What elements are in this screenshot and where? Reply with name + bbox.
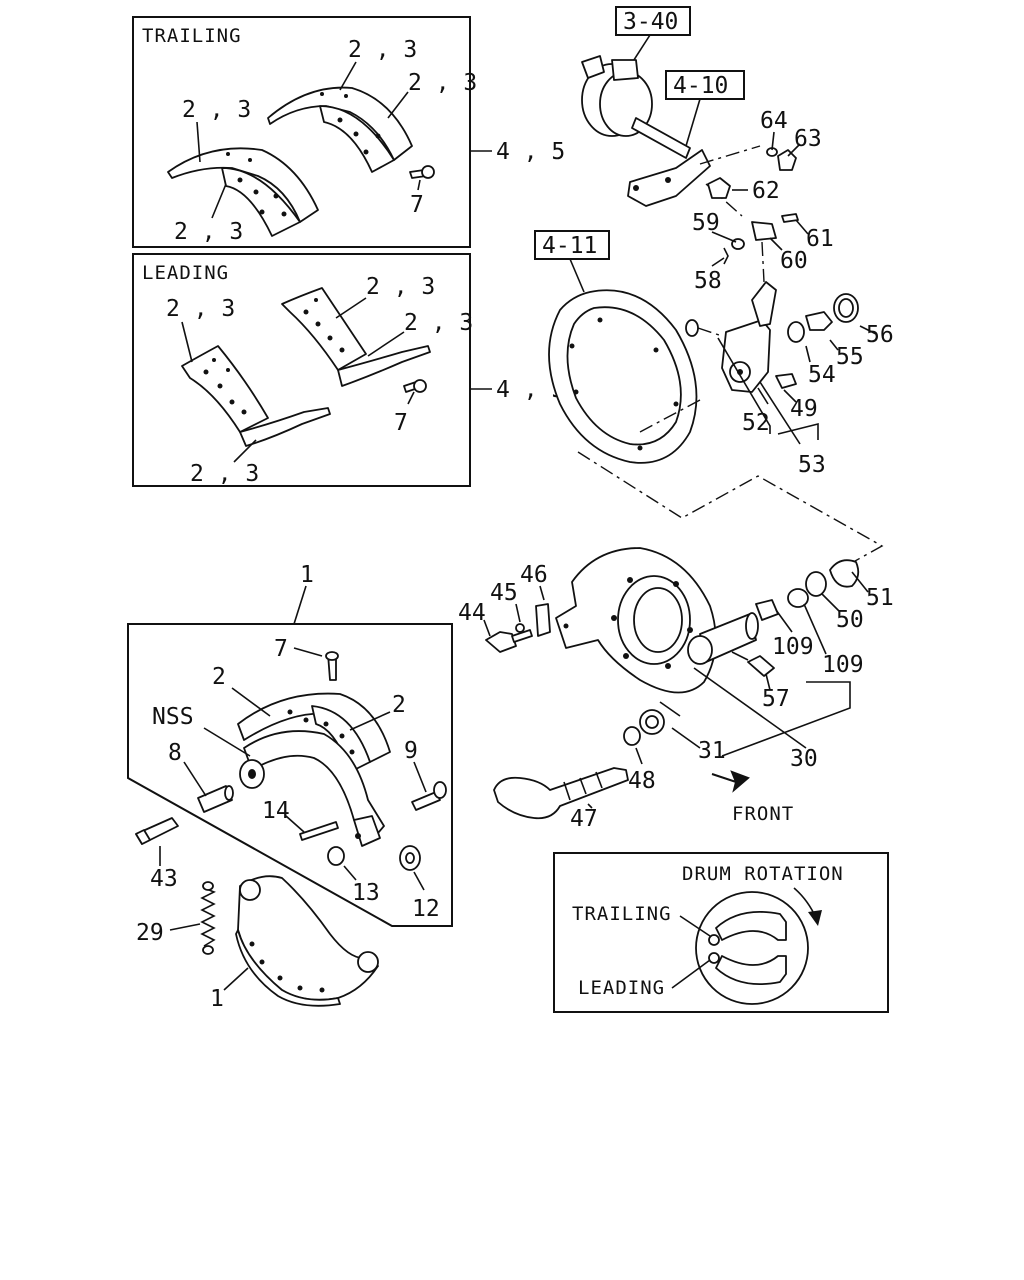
label-53: 53 xyxy=(798,452,826,478)
kit-lining xyxy=(237,692,391,763)
label-2-right: 2 xyxy=(392,692,406,718)
label-45: 45 xyxy=(490,580,518,606)
label-52: 52 xyxy=(742,410,770,436)
leading-label-3: 2 , 3 xyxy=(404,310,473,336)
label-54: 54 xyxy=(808,362,836,388)
trailing-panel-title: TRAILING xyxy=(142,25,242,47)
return-spring xyxy=(200,887,216,947)
label-31: 31 xyxy=(698,738,726,764)
trailing-callout: 4 , 5 xyxy=(496,139,565,165)
drum-rotation-leading: LEADING xyxy=(578,977,665,999)
trailing-panel: TRAILING 2 , 3 2 , 3 2 , 3 2 , 3 7 4 , 5 xyxy=(132,16,565,248)
label-61: 61 xyxy=(806,226,834,252)
rotation-arrow-icon xyxy=(808,910,822,926)
leading-label-2: 2 , 3 xyxy=(366,274,435,300)
label-14: 14 xyxy=(262,798,290,824)
ref-3-40: 3-40 xyxy=(623,9,678,35)
camshaft xyxy=(493,767,629,820)
leading-shoe-left xyxy=(181,345,269,433)
front-arrow-icon xyxy=(711,770,750,793)
label-30: 30 xyxy=(790,746,818,772)
leading-shoe-right xyxy=(281,287,367,371)
chamber-assembly: 3-40 4-10 64 63 62 59 xyxy=(581,6,834,294)
label-59: 59 xyxy=(692,210,720,236)
trailing-label-4: 2 , 3 xyxy=(174,219,243,245)
label-7-kit: 7 xyxy=(274,636,288,662)
label-9: 9 xyxy=(404,738,418,764)
label-1-bottom: 1 xyxy=(210,986,224,1012)
label-56: 56 xyxy=(866,322,894,348)
label-12: 12 xyxy=(412,896,440,922)
label-44: 44 xyxy=(458,600,486,626)
label-60: 60 xyxy=(780,248,808,274)
label-51: 51 xyxy=(866,585,894,611)
label-64: 64 xyxy=(760,108,788,134)
label-46: 46 xyxy=(520,562,548,588)
label-8: 8 xyxy=(168,740,182,766)
label-13: 13 xyxy=(352,880,380,906)
label-2-left: 2 xyxy=(212,664,226,690)
ref-4-10: 4-10 xyxy=(673,73,728,99)
trailing-label-3: 2 , 3 xyxy=(182,97,251,123)
label-43: 43 xyxy=(150,866,178,892)
leading-label-1: 2 , 3 xyxy=(166,296,235,322)
trailing-label-1: 2 , 3 xyxy=(348,37,417,63)
leading-label-4: 2 , 3 xyxy=(190,461,259,487)
label-48: 48 xyxy=(628,768,656,794)
trailing-shoe-right xyxy=(267,86,413,161)
label-nss: NSS xyxy=(152,704,194,730)
label-63: 63 xyxy=(794,126,822,152)
dust-shield-assembly: 4-11 56 55 54 49 52 53 xyxy=(534,230,894,567)
label-1-top: 1 xyxy=(300,562,314,588)
label-50: 50 xyxy=(836,607,864,633)
ref-4-11: 4-11 xyxy=(542,233,597,259)
label-109a: 109 xyxy=(772,634,814,660)
label-62: 62 xyxy=(752,178,780,204)
label-55: 55 xyxy=(836,344,864,370)
label-58: 58 xyxy=(694,268,722,294)
trailing-shoe-left xyxy=(167,147,319,223)
label-47: 47 xyxy=(570,806,598,832)
front-label: FRONT xyxy=(732,803,794,825)
label-109b: 109 xyxy=(822,652,864,678)
drum-rotation-title: DRUM ROTATION xyxy=(682,863,844,885)
trailing-label-7: 7 xyxy=(410,192,424,218)
leading-panel-title: LEADING xyxy=(142,262,229,284)
label-49: 49 xyxy=(790,396,818,422)
drum-rotation-panel: DRUM ROTATION TRAILING LEADING xyxy=(553,852,889,1013)
leading-label-7: 7 xyxy=(394,410,408,436)
spider-assembly: 46 45 44 51 50 109 109 57 31 30 48 47 FR… xyxy=(458,547,894,832)
drum-rotation-trailing: TRAILING xyxy=(572,903,672,925)
label-57: 57 xyxy=(762,686,790,712)
leading-panel: LEADING 2 , 3 2 , 3 2 , 3 2 , 3 7 4 , 5 xyxy=(132,253,565,487)
shoe-kit-assembly: 1 7 2 2 NSS 8 9 14 xyxy=(127,562,453,1012)
label-29: 29 xyxy=(136,920,164,946)
trailing-label-2: 2 , 3 xyxy=(408,70,477,96)
